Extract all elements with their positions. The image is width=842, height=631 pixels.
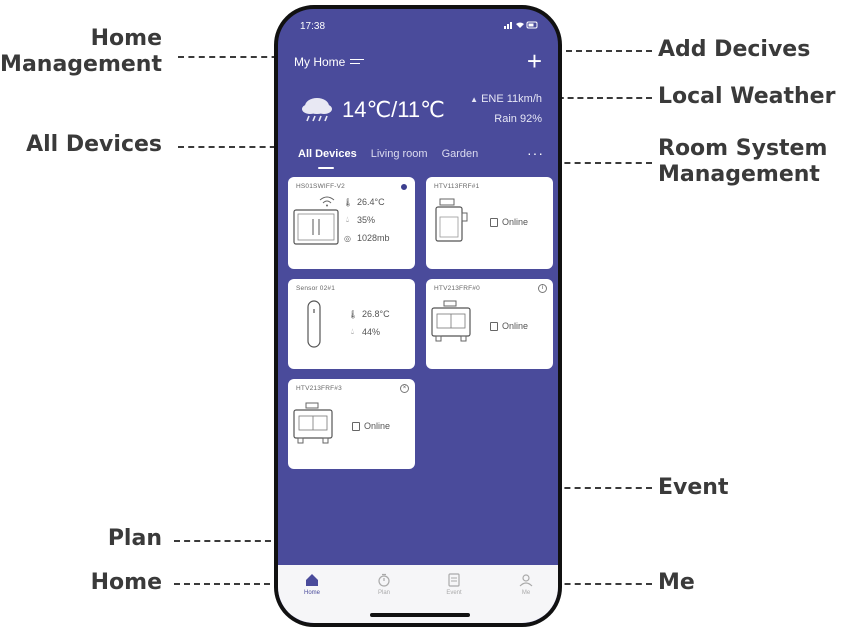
bottom-navigation: Home Plan Event [278, 565, 558, 623]
valve-controller-icon [435, 198, 468, 242]
device-card[interactable]: HTV113FRF#1 Online [426, 177, 553, 269]
add-device-button[interactable]: + [526, 46, 542, 76]
leader-home [174, 583, 310, 585]
leader-me [534, 583, 652, 585]
app-screen: 17:38 My Home + 14℃/11℃ [278, 9, 558, 623]
tab-living-room[interactable]: Living room [370, 148, 428, 160]
info-icon[interactable]: i [538, 284, 547, 293]
signal-wifi-battery-icon [504, 21, 538, 29]
home-title: My Home [294, 55, 346, 69]
room-management-more-button[interactable]: ··· [527, 145, 544, 161]
callout-all-devices: All Devices [26, 132, 162, 157]
callout-event: Event [658, 475, 729, 500]
device-name: HS01SWIFF-V2 [296, 183, 345, 190]
user-icon [519, 574, 533, 587]
wind-display: ▲ ENE 11km/h [470, 93, 542, 105]
dual-valve-icon [431, 300, 471, 342]
temperature-display: 14℃/11℃ [342, 97, 445, 122]
wifi-icon [319, 196, 335, 207]
device-status-icon [490, 217, 498, 227]
device-card[interactable]: HTV213FRF#3 × Online [288, 379, 415, 469]
thermometer-icon: 🌡︎ [343, 197, 354, 207]
humidity-reading: 💧︎35% [343, 215, 375, 225]
online-status: Online [352, 421, 390, 431]
timer-icon [378, 573, 390, 587]
callout-home-management: Home Management [0, 26, 162, 77]
status-icons [504, 21, 538, 31]
leader-home-management [178, 56, 288, 58]
device-name: HTV113FRF#1 [434, 183, 480, 190]
leader-plan [174, 540, 372, 542]
leader-local-weather [548, 97, 652, 99]
thermometer-icon: 🌡︎ [348, 309, 359, 319]
home-icon [306, 574, 318, 586]
callout-add-devices: Add Decives [658, 37, 811, 62]
pressure-reading: ◎1028mb [344, 233, 390, 243]
nav-plan-label: Plan [377, 590, 390, 596]
status-time: 17:38 [300, 21, 326, 32]
nav-me[interactable]: Me [506, 573, 546, 596]
online-status: Online [490, 217, 528, 227]
callout-home: Home [90, 570, 162, 595]
device-status-icon [490, 321, 498, 331]
device-name: Sensor 02#1 [296, 285, 336, 292]
nav-me-label: Me [521, 590, 531, 596]
humidity-reading: 💧︎44% [348, 327, 380, 337]
active-tab-indicator [318, 167, 334, 169]
nav-event-label: Event [446, 590, 462, 596]
humidity-icon: 💧︎ [345, 215, 350, 224]
device-card[interactable]: HTV213FRF#0 i Online [426, 279, 553, 369]
nav-home[interactable]: Home [292, 573, 332, 596]
nav-home-label: Home [303, 590, 320, 596]
online-status: Online [490, 321, 528, 331]
leader-add-devices [546, 50, 652, 52]
temperature-reading: 🌡︎26.8°C [348, 309, 390, 319]
leader-all-devices [178, 146, 286, 148]
status-dot-icon [401, 184, 407, 190]
weather-station-icon [293, 209, 339, 245]
leader-room-system [544, 162, 652, 164]
home-management-button[interactable]: My Home [294, 55, 365, 69]
home-indicator [370, 613, 470, 617]
sensor-icon [307, 300, 321, 348]
nav-plan[interactable]: Plan [364, 573, 404, 596]
phone-frame: 17:38 My Home + 14℃/11℃ [274, 5, 562, 627]
device-status-icon [352, 421, 360, 431]
device-name: HTV213FRF#3 [296, 385, 342, 392]
callout-local-weather: Local Weather [658, 84, 836, 109]
wind-text: ENE 11km/h [481, 93, 542, 105]
humidity-icon: 💧︎ [350, 327, 355, 336]
nav-event[interactable]: Event [434, 573, 474, 596]
device-card[interactable]: Sensor 02#1 🌡︎26.8°C 💧︎44% [288, 279, 415, 369]
callout-me: Me [658, 570, 695, 595]
temperature-reading: 🌡︎26.4°C [343, 197, 385, 207]
device-name: HTV213FRF#0 [434, 285, 480, 292]
cloud-rain-icon [302, 98, 332, 122]
dual-valve-icon [293, 402, 333, 444]
document-icon [448, 573, 460, 587]
callout-room-system: Room System Management [658, 136, 828, 187]
tab-all-devices[interactable]: All Devices [298, 148, 357, 160]
callout-plan: Plan [107, 526, 162, 551]
close-icon[interactable]: × [400, 384, 409, 393]
room-tabs: All Devices Living room Garden [298, 148, 478, 160]
device-card[interactable]: HS01SWIFF-V2 🌡︎26.4°C 💧︎35% ◎1028mb [288, 177, 415, 269]
menu-icon [350, 58, 365, 67]
pressure-icon: ◎ [344, 233, 351, 243]
rain-display: Rain 92% [494, 113, 542, 125]
tab-garden[interactable]: Garden [441, 148, 479, 160]
wind-arrow-icon: ▲ [470, 95, 478, 104]
